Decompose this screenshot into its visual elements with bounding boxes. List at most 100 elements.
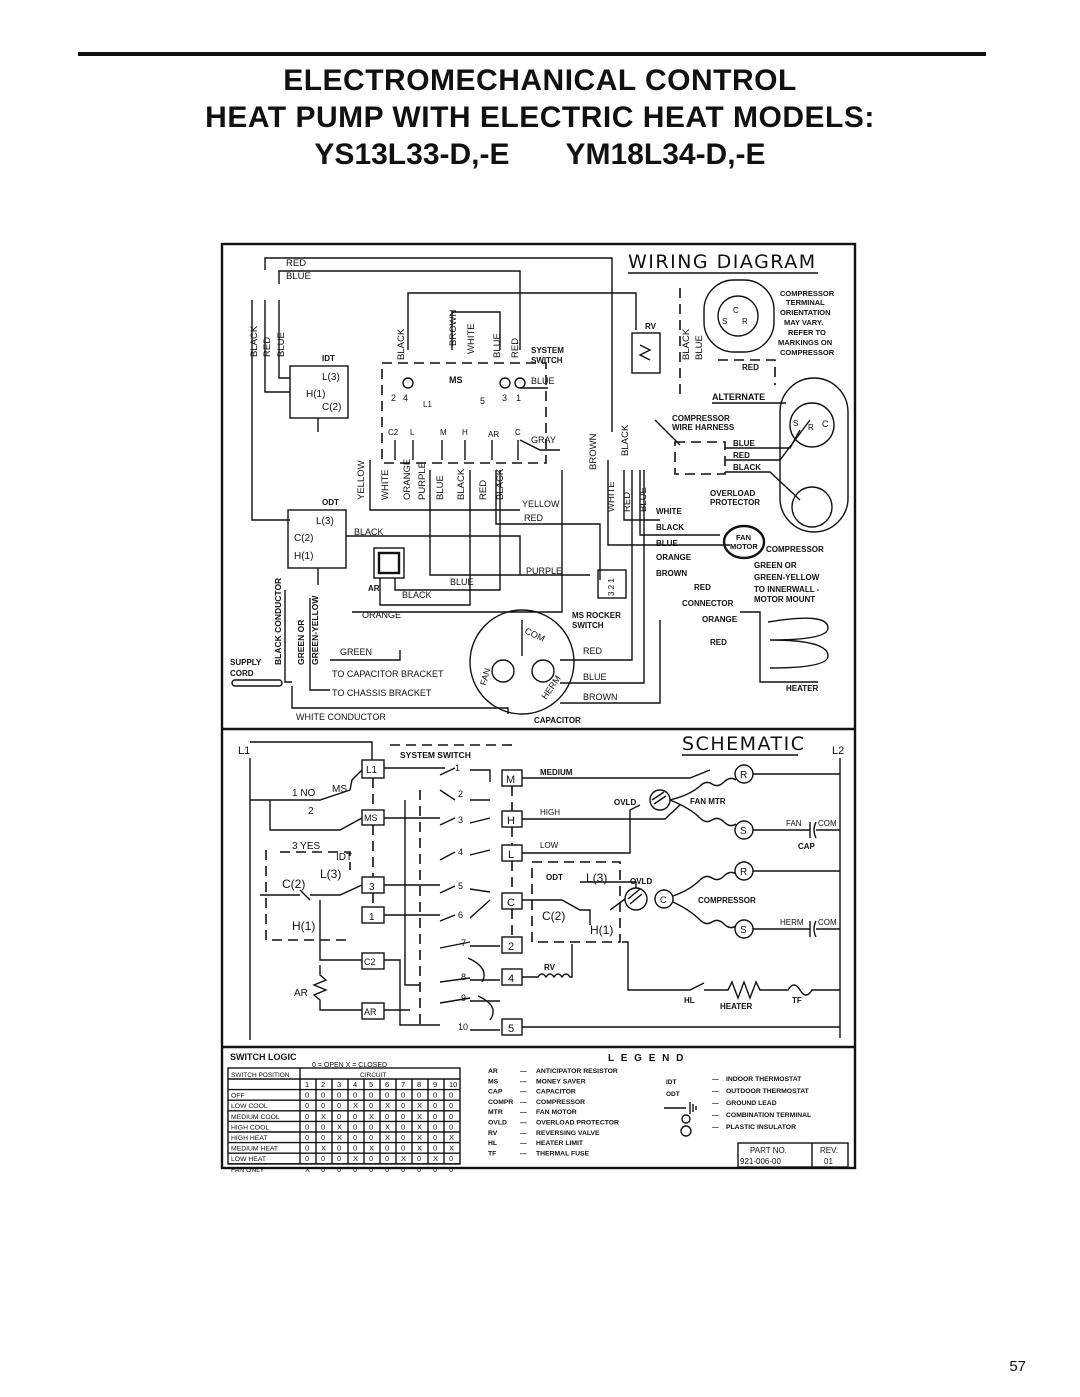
comp-c: C <box>660 895 667 905</box>
contact-blades <box>439 789 471 1004</box>
table-cell: X <box>417 1133 422 1142</box>
switch-bottom-c2: C2 <box>388 428 399 437</box>
supply-white <box>291 686 509 714</box>
switch-terminal-b <box>499 377 511 389</box>
heater-wire <box>740 611 818 683</box>
contact-4: 4 <box>458 847 463 857</box>
table-cell: 0 <box>449 1101 453 1110</box>
cap-wire-red-path <box>560 470 633 661</box>
table-cell: 0 <box>433 1144 437 1153</box>
vlabel-black-right: BLACK <box>681 328 692 360</box>
ar-label: AR <box>368 584 380 593</box>
legend-dash: — <box>520 1068 527 1075</box>
switch-bottom-m: M <box>440 428 447 437</box>
vlabel-brown: BROWN <box>588 433 599 470</box>
table-cell: 0 <box>449 1112 453 1121</box>
wire-blue-top <box>278 270 521 350</box>
harness-wire-3 <box>725 471 801 501</box>
table-cell: 0 <box>401 1122 405 1131</box>
legend-key: AR <box>488 1068 498 1075</box>
table-row-label: LOW COOL <box>231 1103 268 1110</box>
table-cell: 0 <box>369 1091 373 1100</box>
legend-key: RV <box>488 1130 498 1137</box>
legend-dash: — <box>712 1124 719 1131</box>
out-4-text: 4 <box>508 973 514 985</box>
wire-label-blue-lower: BLUE <box>450 577 474 587</box>
combination-terminal-symbol <box>681 1114 691 1124</box>
table-row-label: FAN ONLY <box>231 1167 265 1174</box>
table-cell: 0 <box>305 1112 309 1121</box>
cap-bracket-label: TO CAPACITOR BRACKET <box>332 669 444 679</box>
ground-green <box>330 650 401 661</box>
legend-dash: — <box>520 1120 527 1127</box>
odt-l3-s: L(3) <box>586 871 607 885</box>
table-cell: X <box>433 1154 438 1163</box>
harness-label-1: COMPRESSOR <box>672 414 730 423</box>
connector-red: RED <box>694 583 711 592</box>
idt-l3: L(3) <box>320 867 341 881</box>
rocker-terms: 3 2 1 <box>607 578 616 596</box>
table-cell: 0 <box>385 1154 389 1163</box>
idt-terminal-c2: C(2) <box>322 402 341 413</box>
supply-label-2: CORD <box>230 669 254 678</box>
ms-ms: MS <box>332 784 347 795</box>
comp-alt-c: C <box>822 419 829 429</box>
switch-bottom-c: C <box>515 428 521 437</box>
ground-note-4: MOTOR MOUNT <box>754 595 815 604</box>
capacitor-label: CAPACITOR <box>534 716 581 725</box>
table-cell: X <box>417 1101 422 1110</box>
table-cell: 0 <box>321 1091 325 1100</box>
legend-dash: — <box>520 1109 527 1116</box>
speed-low: LOW <box>540 841 559 850</box>
fan-ovld-mark <box>651 791 667 805</box>
legend-dash: — <box>712 1088 719 1095</box>
odt-terminal-c2: C(2) <box>294 533 313 544</box>
vlabel-orange: ORANGE <box>402 459 413 500</box>
circuit-header: 7 <box>401 1080 405 1089</box>
cap-fan: FAN <box>786 819 802 828</box>
table-row-label: OFF <box>231 1093 245 1100</box>
ar-resistor-inner <box>377 551 401 575</box>
legend-key: HL <box>488 1140 497 1147</box>
table-cell: X <box>417 1112 422 1121</box>
fan-wire-black: BLACK <box>656 523 684 532</box>
wire-brown-top <box>451 311 501 350</box>
rv-coil <box>638 344 652 361</box>
black-conductor-label: BLACK CONDUCTOR <box>273 578 283 665</box>
cap-com: COM <box>818 819 837 828</box>
sheet-border <box>220 242 857 1170</box>
table-cell: X <box>353 1154 358 1163</box>
cap-label: CAP <box>798 842 816 851</box>
table-cell: 0 <box>385 1165 389 1174</box>
odt-label-s: ODT <box>546 873 563 882</box>
title-line-2: HEAT PUMP WITH ELECTRIC HEAT MODELS: <box>205 101 875 134</box>
wire-blue-left <box>278 300 290 379</box>
idt-terminal-h1: H(1) <box>306 389 325 400</box>
table-cell: X <box>385 1101 390 1110</box>
wire-black-ar <box>379 470 471 606</box>
idt-wiring <box>260 884 363 961</box>
table-cell: 0 <box>433 1091 437 1100</box>
table-cell: 0 <box>401 1133 405 1142</box>
l1-top <box>250 741 373 760</box>
legend-key: TF <box>488 1150 496 1157</box>
schematic-switch-label: SYSTEM SWITCH <box>400 750 471 760</box>
comp-com: COM <box>818 918 837 927</box>
table-cell: 0 <box>449 1091 453 1100</box>
harness-wire-2 <box>725 419 811 461</box>
supply-black <box>284 590 292 683</box>
table-cell: X <box>305 1165 310 1174</box>
table-row-label: HIGH HEAT <box>231 1135 268 1142</box>
table-cell: 0 <box>321 1101 325 1110</box>
wire-blue-ar <box>394 470 501 591</box>
vlabel-blue: BLUE <box>435 475 446 500</box>
table-cell: 0 <box>401 1112 405 1121</box>
legend-key: OVLD <box>488 1120 507 1127</box>
switch-wire-blue: BLUE <box>531 376 555 386</box>
vlabel-yellow: YELLOW <box>356 460 367 500</box>
overload-label-2: PROTECTOR <box>710 498 760 507</box>
vlabel-white-2: WHITE <box>606 481 617 512</box>
circuit-header: 6 <box>385 1080 389 1089</box>
comp-herm: HERM <box>780 918 804 927</box>
table-cell: 0 <box>337 1154 341 1163</box>
